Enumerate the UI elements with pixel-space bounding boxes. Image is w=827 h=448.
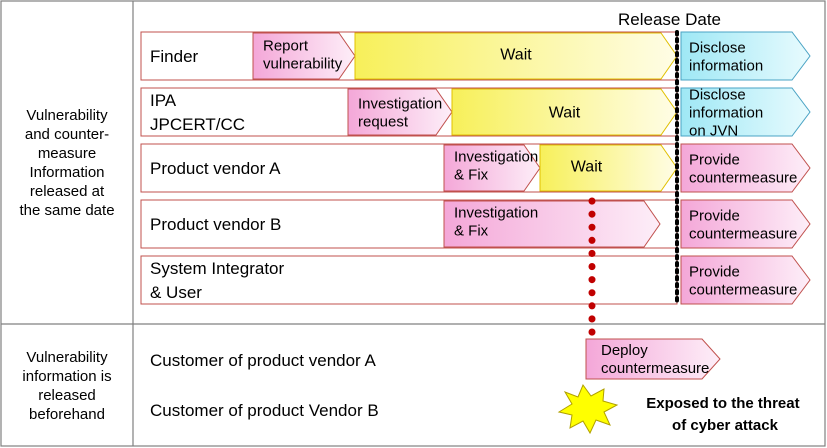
release-arrow [680, 143, 811, 193]
release-arrow [680, 87, 811, 137]
phase-arrow-yellow [354, 32, 678, 80]
phase-arrow-pink [347, 88, 453, 136]
phase-label: Wait [549, 105, 581, 122]
release-arrow [680, 255, 811, 305]
deploy-label: Deploy countermeasure [601, 342, 709, 377]
row-3: Product vendor B Investigation& Fix Provid… [140, 199, 811, 249]
explosion-icon [557, 383, 619, 435]
phase-arrow-pink [252, 32, 356, 80]
release-arrow [680, 199, 811, 249]
row-2: Product vendor A Investigation& Fix Wait Pr… [140, 143, 811, 193]
actor-label: Product vendor A [150, 159, 281, 178]
phase-arrow-pink [443, 144, 541, 192]
release-arrow [680, 31, 811, 81]
customer-vendor-a: Customer of product vendor A [150, 351, 377, 370]
phase-label: Wait [571, 159, 603, 176]
actor-label: Product vendor B [150, 215, 281, 234]
actor-label: Finder [150, 47, 199, 66]
threat-label: Exposed to the threat of cyber attack [646, 395, 804, 434]
phase-arrow-pink [443, 200, 661, 248]
phase-arrow-yellow [539, 144, 678, 192]
deploy-arrow [585, 338, 721, 380]
row-box [140, 255, 678, 305]
phase-label: Investigation& Fix [454, 148, 538, 183]
phase-arrow-yellow [451, 88, 678, 136]
customer-vendor-b: Customer of product Vendor B [150, 401, 379, 420]
actor-label: System Integrator& User [150, 259, 285, 302]
release-date-label: Release Date [618, 10, 721, 29]
phase-label: Investigation& Fix [454, 204, 538, 239]
phase-label: Wait [500, 47, 532, 64]
